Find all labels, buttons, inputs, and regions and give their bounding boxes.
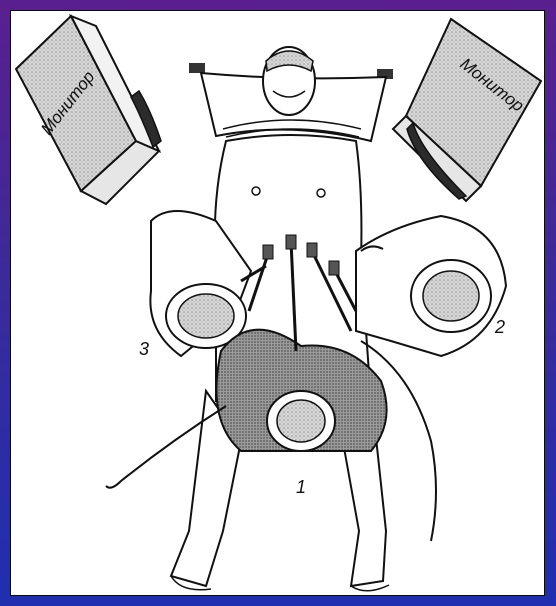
operating-room-illustration: Монитор Монитор (11, 11, 545, 596)
patient-head (263, 47, 315, 115)
diagram-panel: Монитор Монитор (10, 10, 545, 596)
monitor-left: Монитор (16, 16, 161, 204)
head-icon (277, 400, 325, 442)
surgeon-2 (356, 216, 506, 356)
position-2-label: 2 (494, 317, 505, 337)
head-icon (423, 271, 479, 321)
position-3-label: 3 (139, 339, 149, 359)
head-icon (178, 294, 234, 338)
position-1-label: 1 (296, 477, 306, 497)
monitor-right: Монитор (393, 19, 541, 201)
